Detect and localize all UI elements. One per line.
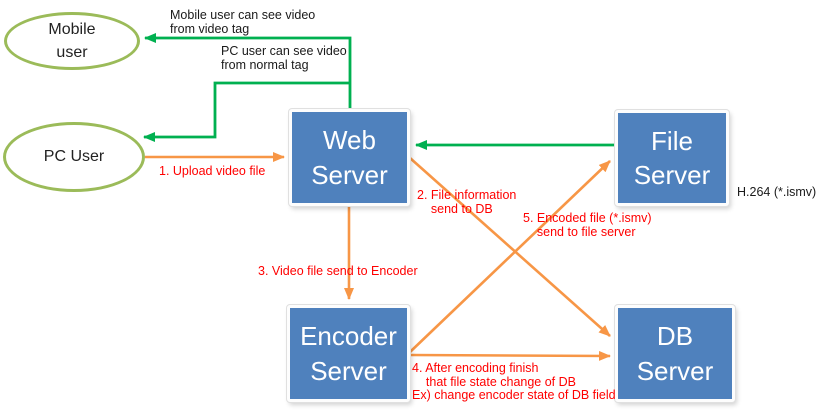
annotation-h264-format: H.264 (*.ismv): [737, 185, 817, 199]
annotation-pc-normal-tag: PC user can see video from normal tag: [221, 44, 347, 72]
node-web-server-label: Web Server: [311, 125, 388, 190]
node-web-server: Web Server: [289, 109, 410, 206]
node-mobile-user: Mobile user: [4, 12, 140, 70]
node-file-server: File Server: [615, 110, 729, 206]
arrow-web-to-mobile: [144, 33, 352, 110]
node-db-server: DB Server: [615, 305, 735, 402]
node-encoder-server: Encoder Server: [287, 305, 410, 402]
node-file-server-label: File Server: [633, 125, 711, 190]
arrow-web-to-db: [409, 157, 611, 337]
step-label-upload-video: 1. Upload video file: [159, 164, 266, 178]
arrow-encoder-to-file: [409, 160, 611, 353]
node-mobile-user-label: Mobile user: [48, 20, 96, 61]
step-label-encoded-file-to-fileserver: 5. Encoded file (*.ismv) send to file se…: [523, 211, 652, 239]
node-pc-user-label: PC User: [43, 148, 105, 166]
step-label-file-info-to-db: 2. File information send to DB: [417, 188, 517, 216]
arrow-web-to-pc: [143, 81, 350, 142]
node-pc-user: PC User: [3, 122, 145, 192]
annotation-mobile-video-tag: Mobile user can see video from video tag: [170, 8, 316, 36]
step-label-encoding-finish: 4. After encoding finish that file state…: [412, 361, 616, 402]
step-label-video-to-encoder: 3. Video file send to Encoder: [258, 264, 418, 278]
node-db-server-label: DB Server: [636, 321, 714, 386]
arrow-encoder-to-db: [409, 350, 611, 361]
node-encoder-server-label: Encoder Server: [300, 321, 397, 386]
